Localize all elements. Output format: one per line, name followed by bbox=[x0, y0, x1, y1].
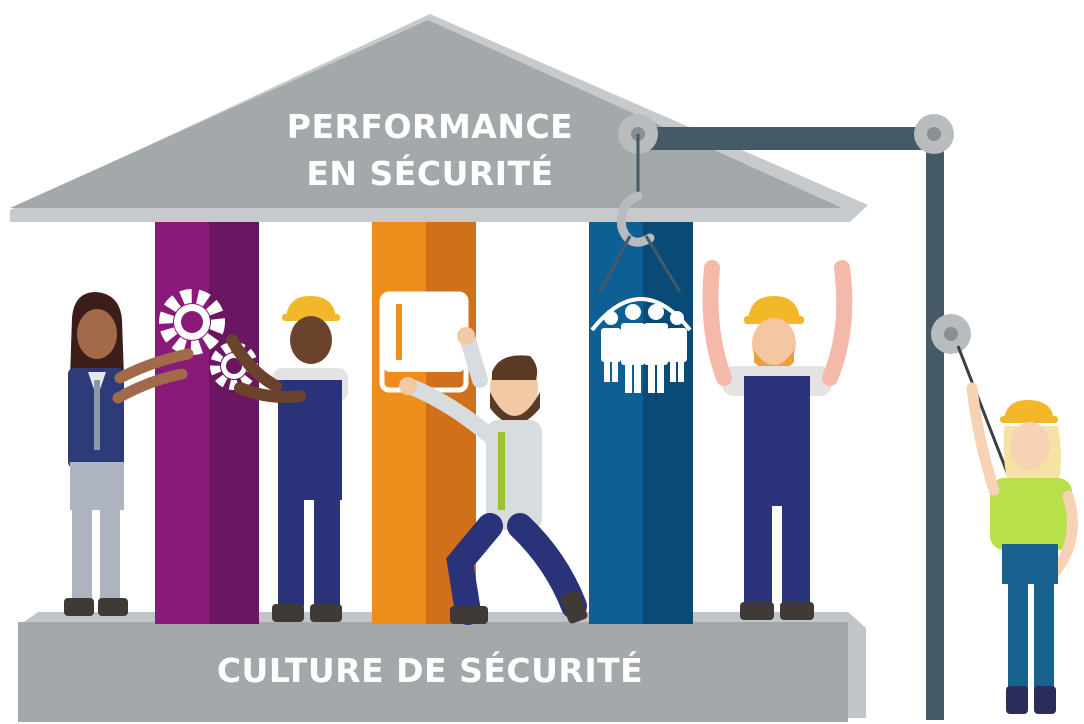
hook-icon bbox=[616, 191, 655, 247]
person-woman-rope bbox=[966, 382, 1078, 714]
person-kneeling-man bbox=[399, 327, 588, 625]
roof-title-line-1: PERFORMANCE bbox=[286, 107, 574, 146]
mid-pulley-icon bbox=[931, 314, 971, 354]
person-worker-gears bbox=[226, 296, 348, 622]
roof-title-line-2: EN SÉCURITÉ bbox=[306, 154, 554, 193]
base-title: CULTURE DE SÉCURITÉ bbox=[216, 651, 644, 690]
pillar-processes bbox=[155, 222, 259, 624]
temple-base bbox=[18, 612, 866, 722]
person-worker-cheering bbox=[702, 260, 853, 620]
person-woman-left bbox=[64, 292, 194, 616]
gears-icon bbox=[159, 289, 225, 355]
team-icon bbox=[590, 297, 692, 393]
top-right-pulley-icon bbox=[914, 114, 954, 154]
temple-roof bbox=[10, 14, 868, 222]
pillar-people bbox=[589, 222, 693, 624]
crane bbox=[598, 114, 1054, 720]
